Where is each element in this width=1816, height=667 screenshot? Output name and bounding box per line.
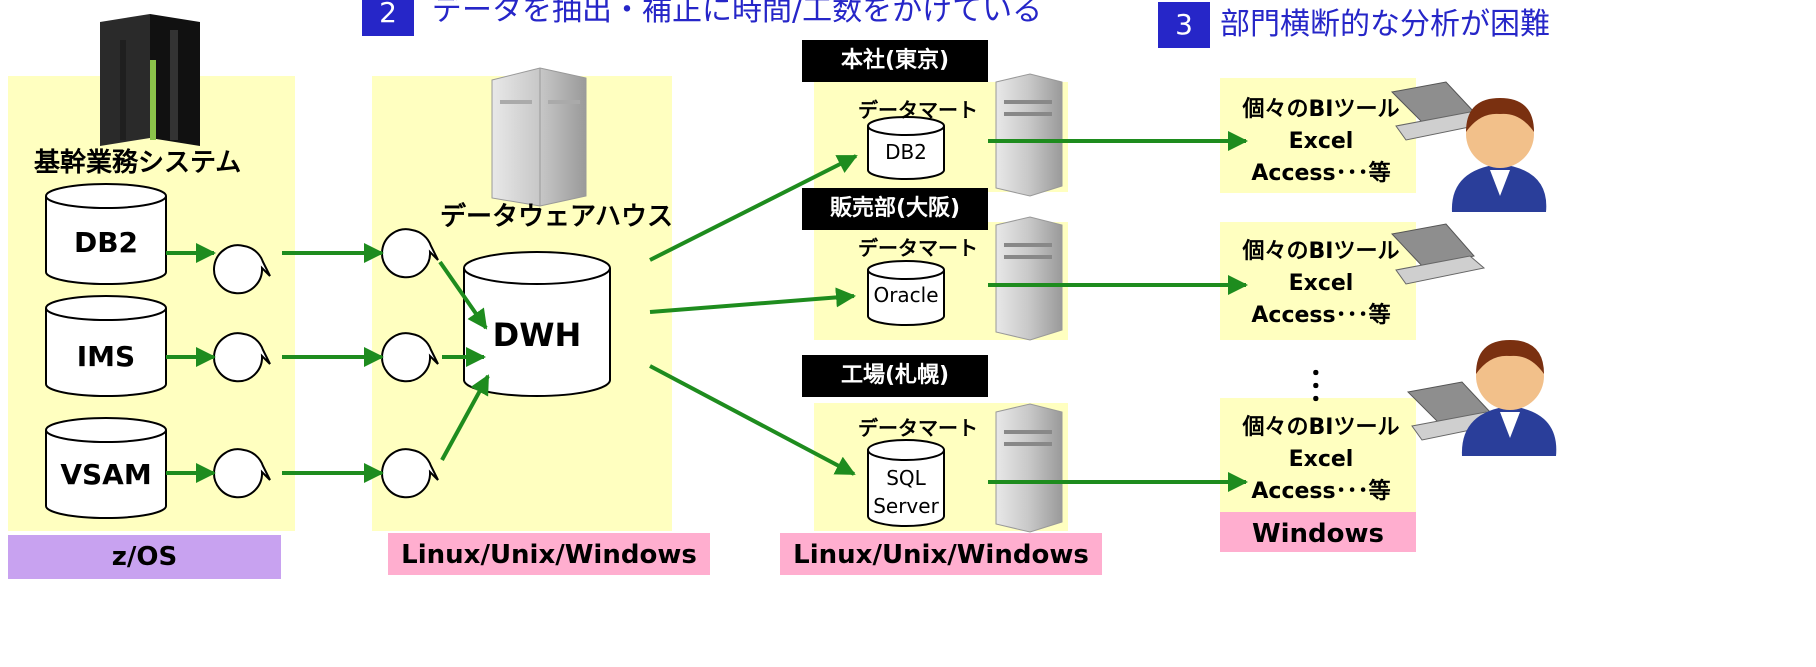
heading-3-number: 3	[1158, 2, 1210, 48]
dwh-title: データウェアハウス	[440, 202, 673, 232]
laptop-icon	[1391, 223, 1486, 285]
mart-db-label-line2: Server	[873, 494, 939, 518]
client-panel-2	[1220, 222, 1416, 340]
tool-line: Excel	[1288, 271, 1354, 296]
arrow	[649, 287, 856, 314]
db-cylinder-ims	[45, 295, 167, 397]
db-cylinder-mart-sql	[867, 439, 945, 527]
user-icon	[1461, 340, 1557, 456]
server-icon	[491, 67, 587, 207]
server-icon	[995, 403, 1063, 533]
site-label-osaka: 販売部(大阪)	[802, 188, 988, 230]
platform-dwh: Linux/Unix/Windows	[388, 533, 710, 575]
site-label-sapporo: 工場(札幌)	[802, 355, 988, 397]
arrow	[649, 154, 858, 262]
mart-db-label: Oracle	[873, 283, 939, 307]
clients-ellipsis: ･･･	[1299, 366, 1329, 406]
load-blob	[381, 448, 439, 499]
tool-line: Access･･･等	[1251, 479, 1391, 504]
tool-line: 個々のBIツール	[1242, 97, 1400, 122]
platform-marts: Linux/Unix/Windows	[780, 533, 1102, 575]
mart-label: データマート	[858, 236, 978, 260]
mart-db-label: DB2	[885, 140, 927, 164]
extract-blob	[213, 244, 271, 295]
tool-line: Access･･･等	[1251, 303, 1391, 328]
mart-label: データマート	[858, 416, 978, 440]
platform-windows: Windows	[1220, 512, 1416, 552]
mart-label: データマート	[858, 98, 978, 122]
tool-line: Excel	[1288, 447, 1354, 472]
site-label-tokyo: 本社(東京)	[802, 40, 988, 82]
client-panel-3	[1220, 398, 1416, 514]
db-cylinder-vsam	[45, 417, 167, 519]
dwh-db-label: DWH	[492, 316, 582, 354]
db-cylinder-mart-oracle	[867, 260, 945, 326]
db-label-db2: DB2	[73, 226, 139, 259]
client-tools: 個々のBIツール Excel Access･･･等	[1226, 412, 1416, 508]
db-cylinder-mart-db2	[867, 116, 945, 180]
server-icon	[995, 216, 1063, 341]
tool-line: 個々のBIツール	[1242, 415, 1400, 440]
server-icon	[995, 73, 1063, 197]
load-blob	[381, 228, 439, 279]
extract-blob	[213, 448, 271, 499]
client-tools: 個々のBIツール Excel Access･･･等	[1226, 236, 1416, 332]
extract-blob	[213, 332, 271, 383]
heading-2-number: 2	[362, 0, 414, 36]
mainframe-icon	[100, 14, 200, 146]
mainframe-title: 基幹業務システム	[34, 148, 242, 178]
arrow	[649, 364, 856, 476]
client-tools: 個々のBIツール Excel Access･･･等	[1226, 94, 1416, 190]
tool-line: Excel	[1288, 129, 1354, 154]
heading-3-text: 部門横断的な分析が困難	[1220, 7, 1550, 42]
tool-line: 個々のBIツール	[1242, 239, 1400, 264]
client-panel-1	[1220, 78, 1416, 193]
platform-zos: z/OS	[8, 535, 281, 579]
arrow	[438, 260, 488, 330]
mart-db-label-line1: SQL	[886, 466, 926, 490]
arrow	[440, 374, 490, 461]
db-cylinder-dwh	[463, 251, 611, 397]
laptop-icon	[1390, 81, 1486, 141]
db-cylinder-db2	[45, 183, 167, 285]
user-icon	[1451, 98, 1547, 212]
db-label-vsam: VSAM	[60, 458, 152, 491]
db-label-ims: IMS	[76, 340, 136, 373]
heading-2-text: データを抽出・補正に時間/工数をかけている	[432, 0, 1043, 28]
load-blob	[381, 332, 439, 383]
tool-line: Access･･･等	[1251, 161, 1391, 186]
